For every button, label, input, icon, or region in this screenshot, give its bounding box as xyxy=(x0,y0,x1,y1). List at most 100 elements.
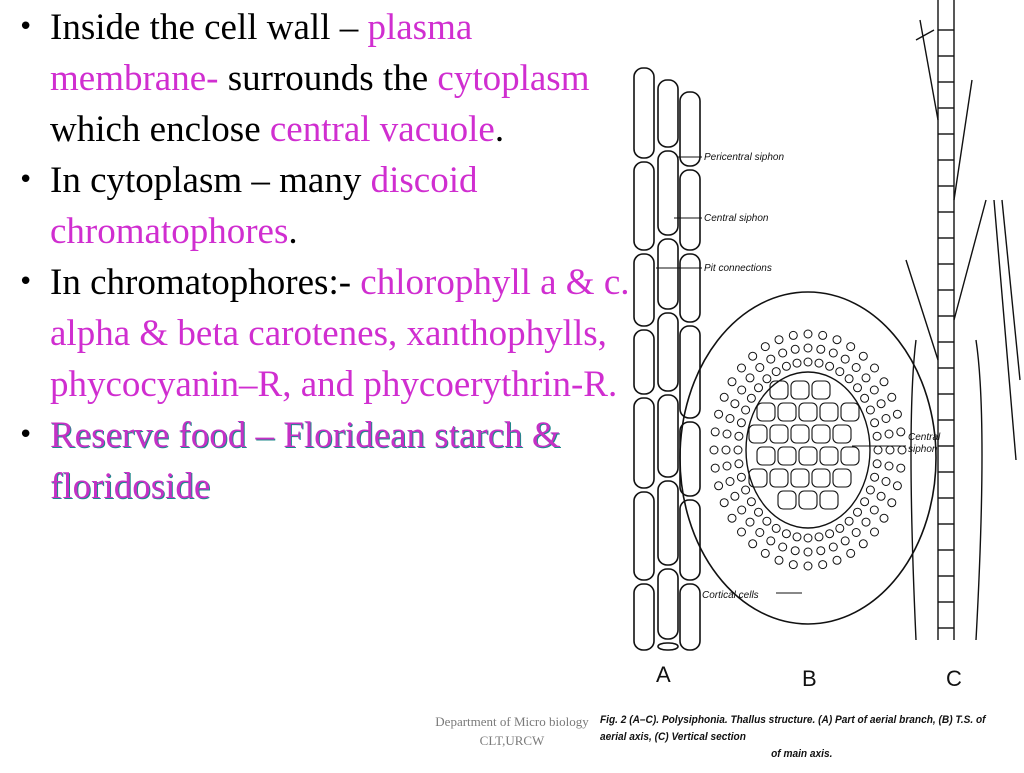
diagram-stroke xyxy=(840,402,860,422)
diagram-stroke xyxy=(633,253,655,327)
diagram-stroke xyxy=(679,421,701,497)
diagram-stroke xyxy=(851,363,861,372)
diagram-stroke xyxy=(766,536,776,546)
diagram-stroke xyxy=(811,424,831,444)
diagram-stroke xyxy=(721,445,731,455)
diagram-stroke xyxy=(755,528,765,537)
diagram-stroke xyxy=(872,431,882,441)
diagram-stroke xyxy=(803,357,813,367)
diagram-stroke xyxy=(798,490,818,510)
diagram-stroke xyxy=(710,463,720,473)
diagram-stroke xyxy=(825,361,835,371)
diagram-stroke xyxy=(869,385,879,395)
panel-a-drawing xyxy=(633,67,701,651)
diagram-stroke xyxy=(887,392,897,402)
diagram-stroke xyxy=(727,513,737,523)
bullet-dot: • xyxy=(18,267,34,297)
diagram-stroke xyxy=(861,373,871,383)
footer-college: CLT,URCW xyxy=(479,733,545,748)
diagram-stroke xyxy=(762,516,772,526)
diagram-stroke xyxy=(819,490,839,510)
diagram-stroke xyxy=(858,539,868,549)
diagram-stroke xyxy=(884,429,894,439)
diagram-stroke xyxy=(748,539,758,549)
diagram-stroke xyxy=(714,481,724,491)
diagram-stroke xyxy=(736,418,746,428)
diagram-stroke xyxy=(777,446,797,466)
diagram-stroke xyxy=(910,199,1021,641)
diagram-stroke xyxy=(633,67,655,159)
diagram-stroke xyxy=(755,363,765,372)
diagram-stroke xyxy=(741,405,751,415)
bullet-dot: • xyxy=(18,420,34,450)
polysiphonia-figure: Pericentral siphon Central siphon Pit co… xyxy=(616,0,1024,768)
diagram-stroke xyxy=(792,358,802,368)
label-pericentral-siphon: Pericentral siphon xyxy=(704,152,784,163)
diagram-stroke xyxy=(769,424,789,444)
diagram-stroke xyxy=(790,424,810,444)
diagram-stroke xyxy=(872,459,882,469)
diagram-stroke xyxy=(832,468,852,488)
diagram-stroke xyxy=(760,342,770,352)
diagram-stroke xyxy=(844,516,854,526)
diagram-stroke xyxy=(714,409,724,419)
diagram-stroke xyxy=(657,394,679,478)
diagram-stroke xyxy=(881,477,891,486)
bullet-segment: surrounds the xyxy=(218,58,438,99)
diagram-stroke xyxy=(853,507,862,517)
diagram-stroke xyxy=(887,498,897,508)
diagram-stroke xyxy=(778,542,788,552)
diagram-stroke xyxy=(811,380,831,400)
diagram-stroke xyxy=(788,330,798,340)
diagram-stroke xyxy=(835,367,845,377)
diagram-stroke xyxy=(816,344,826,354)
diagram-stroke xyxy=(737,385,747,395)
diagram-stroke xyxy=(790,380,810,400)
diagram-stroke xyxy=(679,499,701,581)
bullet-text: Inside the cell wall – plasma membrane- … xyxy=(50,7,589,150)
diagram-stroke xyxy=(727,377,737,387)
diagram-stroke xyxy=(803,561,813,571)
diagram-stroke xyxy=(876,491,886,501)
bullet-segment: discoid chromatophores xyxy=(50,160,478,252)
diagram-stroke xyxy=(737,505,747,515)
diagram-stroke xyxy=(814,358,824,368)
diagram-stroke xyxy=(896,463,906,473)
diagram-stroke xyxy=(734,431,744,441)
diagram-stroke xyxy=(853,383,862,393)
diagram-stroke xyxy=(881,414,891,423)
bullet-segment: which enclose xyxy=(50,109,270,150)
diagram-stroke xyxy=(884,461,894,471)
diagram-stroke xyxy=(781,361,791,371)
bullet-segment: chlorophyll a & c. alpha & beta carotene… xyxy=(50,262,630,405)
diagram-stroke xyxy=(825,529,835,539)
diagram-stroke xyxy=(798,446,818,466)
bullet-item: •Inside the cell wall – plasma membrane-… xyxy=(14,2,644,155)
diagram-stroke xyxy=(633,161,655,251)
diagram-stroke xyxy=(798,402,818,422)
diagram-stroke xyxy=(819,402,839,422)
panel-label-b: B xyxy=(802,666,817,691)
diagram-stroke xyxy=(832,335,842,345)
bullet-dot: • xyxy=(18,165,34,195)
diagram-stroke xyxy=(748,424,768,444)
diagram-stroke xyxy=(790,468,810,488)
diagram-stroke xyxy=(865,405,875,415)
label-central-siphon-b: Central xyxy=(908,432,941,443)
diagram-stroke xyxy=(885,445,895,455)
diagram-stroke xyxy=(840,536,850,546)
diagram-stroke xyxy=(736,472,746,482)
bullet-segment: Reserve food – Floridean starch & florid… xyxy=(50,415,561,507)
figure-caption: Fig. 2 (A–C). Polysiphonia. Thallus stru… xyxy=(600,712,990,763)
label-central-siphon-b2: siphon xyxy=(908,444,938,455)
diagram-stroke xyxy=(771,367,781,377)
label-cortical-cells: Cortical cells xyxy=(702,590,759,601)
diagram-stroke xyxy=(781,529,791,539)
diagram-stroke xyxy=(811,468,831,488)
diagram-stroke xyxy=(840,446,860,466)
diagram-stroke xyxy=(865,485,875,495)
diagram-stroke xyxy=(737,527,746,537)
diagram-stroke xyxy=(818,560,828,570)
diagram-stroke xyxy=(737,363,746,373)
